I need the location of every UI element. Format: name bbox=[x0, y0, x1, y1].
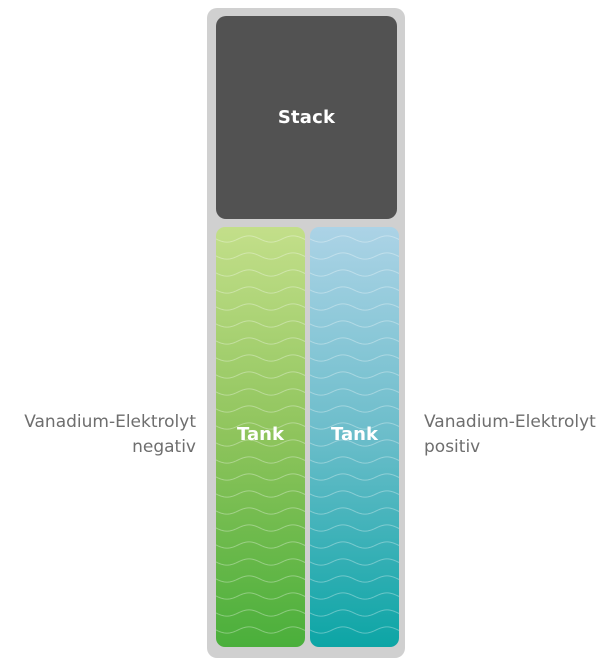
wave-line bbox=[216, 286, 305, 294]
electrolyte-negative-line1: Vanadium-Elektrolyt bbox=[24, 412, 196, 432]
wave-line bbox=[216, 388, 305, 396]
wave-line bbox=[310, 490, 399, 498]
wave-pattern-negative bbox=[216, 235, 305, 634]
wave-line bbox=[310, 422, 399, 430]
wave-line bbox=[310, 609, 399, 617]
tank-negative-label: Tank bbox=[237, 424, 284, 445]
wave-line bbox=[310, 592, 399, 600]
wave-line bbox=[216, 422, 305, 430]
wave-line bbox=[216, 473, 305, 481]
wave-line bbox=[310, 371, 399, 379]
wave-line bbox=[216, 337, 305, 345]
electrolyte-positive-line1: Vanadium-Elektrolyt bbox=[424, 412, 596, 432]
wave-line bbox=[216, 575, 305, 583]
wave-line bbox=[310, 626, 399, 634]
wave-line bbox=[310, 235, 399, 243]
wave-line bbox=[216, 303, 305, 311]
wave-line bbox=[216, 371, 305, 379]
tank-positive-label: Tank bbox=[331, 424, 378, 445]
wave-line bbox=[310, 337, 399, 345]
wave-line bbox=[310, 303, 399, 311]
wave-line bbox=[310, 286, 399, 294]
wave-line bbox=[310, 524, 399, 532]
electrolyte-positive-label: Vanadium-Elektrolyt positiv bbox=[424, 410, 596, 460]
wave-line bbox=[216, 490, 305, 498]
wave-pattern-positive bbox=[310, 235, 399, 634]
wave-line bbox=[310, 541, 399, 549]
wave-line bbox=[216, 609, 305, 617]
wave-line bbox=[216, 354, 305, 362]
wave-line bbox=[310, 473, 399, 481]
wave-line bbox=[216, 320, 305, 328]
wave-line bbox=[216, 592, 305, 600]
wave-line bbox=[216, 235, 305, 243]
wave-line bbox=[310, 456, 399, 464]
wave-line bbox=[216, 524, 305, 532]
stack-label: Stack bbox=[277, 107, 336, 128]
wave-line bbox=[310, 269, 399, 277]
tank-positive: Tank bbox=[310, 227, 399, 647]
wave-line bbox=[310, 405, 399, 413]
wave-line bbox=[216, 456, 305, 464]
wave-line bbox=[216, 626, 305, 634]
wave-line bbox=[216, 507, 305, 515]
wave-line bbox=[310, 439, 399, 447]
wave-line bbox=[216, 405, 305, 413]
wave-line bbox=[216, 252, 305, 260]
wave-line bbox=[216, 541, 305, 549]
wave-line bbox=[310, 558, 399, 566]
electrolyte-positive-line2: positiv bbox=[424, 437, 481, 457]
tank-negative: Tank bbox=[216, 227, 305, 647]
electrolyte-negative-line2: negativ bbox=[132, 437, 196, 457]
wave-line bbox=[310, 320, 399, 328]
wave-line bbox=[310, 575, 399, 583]
wave-line bbox=[216, 439, 305, 447]
wave-line bbox=[310, 354, 399, 362]
electrolyte-negative-label: Vanadium-Elektrolyt negativ bbox=[24, 410, 196, 460]
wave-line bbox=[310, 507, 399, 515]
wave-line bbox=[216, 558, 305, 566]
wave-line bbox=[216, 269, 305, 277]
wave-line bbox=[310, 252, 399, 260]
stack-block: Stack bbox=[216, 16, 397, 219]
wave-line bbox=[310, 388, 399, 396]
